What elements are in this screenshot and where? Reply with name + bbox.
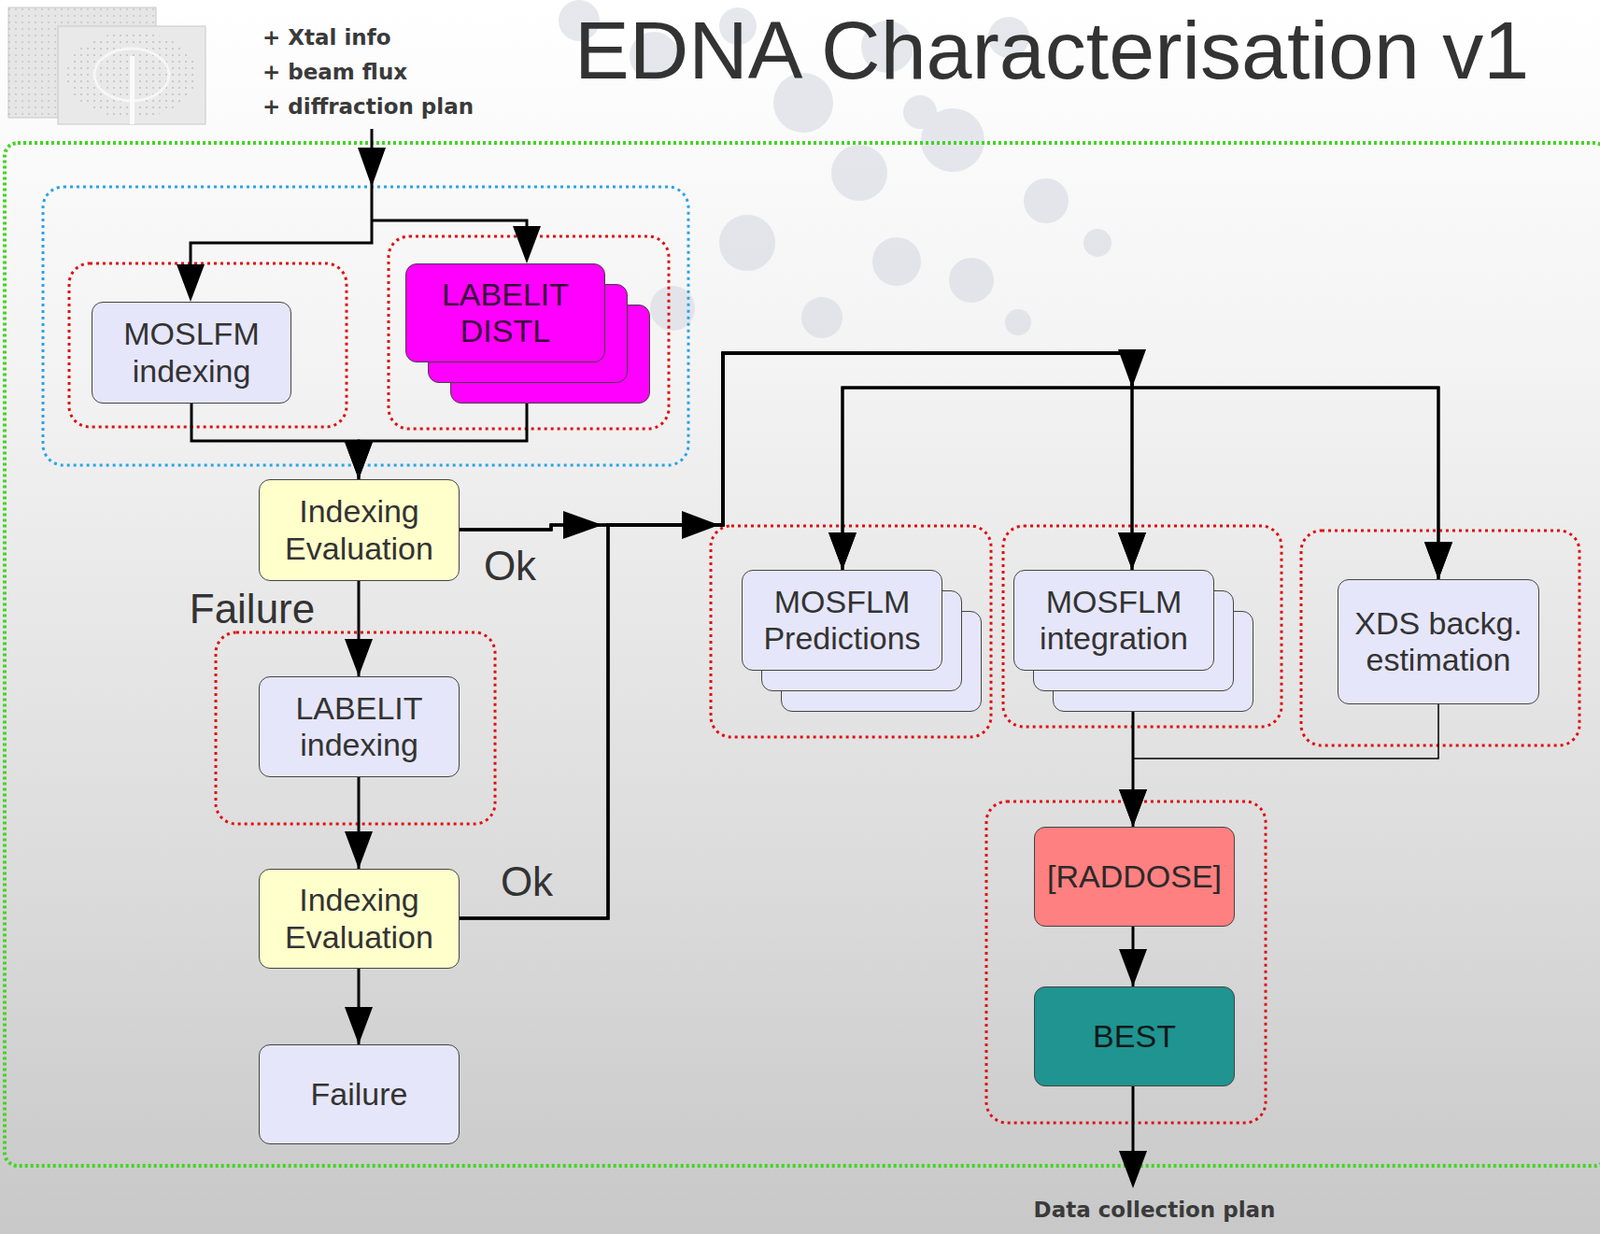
plugin-outline xyxy=(215,632,496,824)
flow-arrow xyxy=(191,403,359,480)
node-label: MOSFLM integration xyxy=(1022,583,1205,657)
box-face: BEST xyxy=(1033,986,1235,1087)
plugin-stack: MOSFLM integration xyxy=(1013,569,1254,712)
flow-note: + beam flux xyxy=(262,60,408,85)
box-face: [RADDOSE] xyxy=(1033,826,1235,927)
flow-arrow xyxy=(459,353,1439,919)
box-face: Failure xyxy=(258,1044,460,1145)
node-label: MOSLFM indexing xyxy=(100,315,283,389)
plugin-box: [RADDOSE] xyxy=(1033,826,1235,927)
edge-label: Ok xyxy=(483,542,537,591)
plugin-outline xyxy=(388,236,669,429)
indexing-group xyxy=(42,186,689,466)
node-label: Indexing Evaluation xyxy=(268,881,451,955)
box-face: MOSLFM indexing xyxy=(91,301,292,404)
input-line xyxy=(371,220,527,228)
box-face: XDS backg. estimation xyxy=(1337,579,1540,704)
flow-arrow xyxy=(358,403,527,480)
flow-note: Data collection plan xyxy=(1033,1198,1276,1222)
plugin-box: MOSLFM indexing xyxy=(91,301,292,404)
plugin-box: XDS backg. estimation xyxy=(1337,579,1540,704)
box-face: MOSFLM Predictions xyxy=(741,569,943,671)
flow-arrow xyxy=(357,580,361,677)
output-line xyxy=(1132,1086,1135,1155)
flow-arrow xyxy=(1132,926,1135,987)
node-label: LABELIT DISTL xyxy=(414,276,596,350)
node-label: Failure xyxy=(311,1076,409,1113)
plugin-box: BEST xyxy=(1033,986,1235,1087)
page-title: EDNA Characterisation v1 xyxy=(574,9,1530,92)
flow-note: + diffraction plan xyxy=(262,95,474,119)
box-face: LABELIT DISTL xyxy=(405,263,606,363)
node-label: LABELIT indexing xyxy=(268,690,451,764)
node-label: XDS backg. estimation xyxy=(1346,605,1530,679)
plugin-outline xyxy=(69,263,347,427)
characterisation-boundary xyxy=(4,142,1600,1166)
deco-circle xyxy=(831,144,888,201)
deco-circle xyxy=(1005,309,1032,336)
arrowhead xyxy=(512,226,541,264)
deco-circle xyxy=(719,214,776,271)
plugin-outline xyxy=(1003,525,1282,727)
evaluation-box: Indexing Evaluation xyxy=(258,479,460,581)
deco-circle xyxy=(1083,228,1112,257)
plugin-outline xyxy=(1301,530,1580,746)
plugin-stack: MOSFLM Predictions xyxy=(741,569,982,712)
flow-arrow xyxy=(357,777,361,869)
evaluation-box: Indexing Evaluation xyxy=(258,868,460,969)
deco-circle xyxy=(872,237,921,286)
diffraction-image xyxy=(57,26,206,125)
deco-circle xyxy=(903,95,937,129)
output-arrow xyxy=(1118,1086,1147,1189)
plugin-stack: LABELIT DISTL xyxy=(405,263,651,404)
plugin-outline xyxy=(710,525,992,737)
terminal-box: Failure xyxy=(258,1044,460,1145)
node-label: [RADDOSE] xyxy=(1047,858,1222,895)
arrowhead xyxy=(357,147,386,187)
box-face: Indexing Evaluation xyxy=(258,868,460,969)
box-face: Indexing Evaluation xyxy=(258,479,460,581)
node-label: MOSFLM Predictions xyxy=(750,583,934,657)
diffraction-thumbnails xyxy=(8,7,206,125)
plugin-groups xyxy=(69,236,1580,1123)
arrowhead xyxy=(176,264,205,302)
flow-arrow xyxy=(1132,704,1439,827)
beam-stop-shadow xyxy=(129,56,135,125)
node-label: Indexing Evaluation xyxy=(268,493,451,567)
input-line xyxy=(190,128,372,267)
mid-arrowheads xyxy=(563,349,1147,539)
flow-note: + Xtal info xyxy=(262,26,391,50)
edge-label: Failure xyxy=(189,585,316,634)
box-face: LABELIT indexing xyxy=(258,676,460,778)
deco-circle xyxy=(948,257,994,303)
edge-label: Ok xyxy=(500,858,553,907)
plugin-outline xyxy=(986,801,1266,1123)
deco-circle xyxy=(801,297,843,339)
plugin-box: LABELIT indexing xyxy=(258,676,460,778)
deco-circle xyxy=(1023,178,1069,224)
node-label: BEST xyxy=(1092,1018,1176,1055)
arrowhead xyxy=(1118,1150,1147,1189)
box-face: MOSFLM integration xyxy=(1013,569,1215,671)
flow-arrow xyxy=(357,968,361,1045)
